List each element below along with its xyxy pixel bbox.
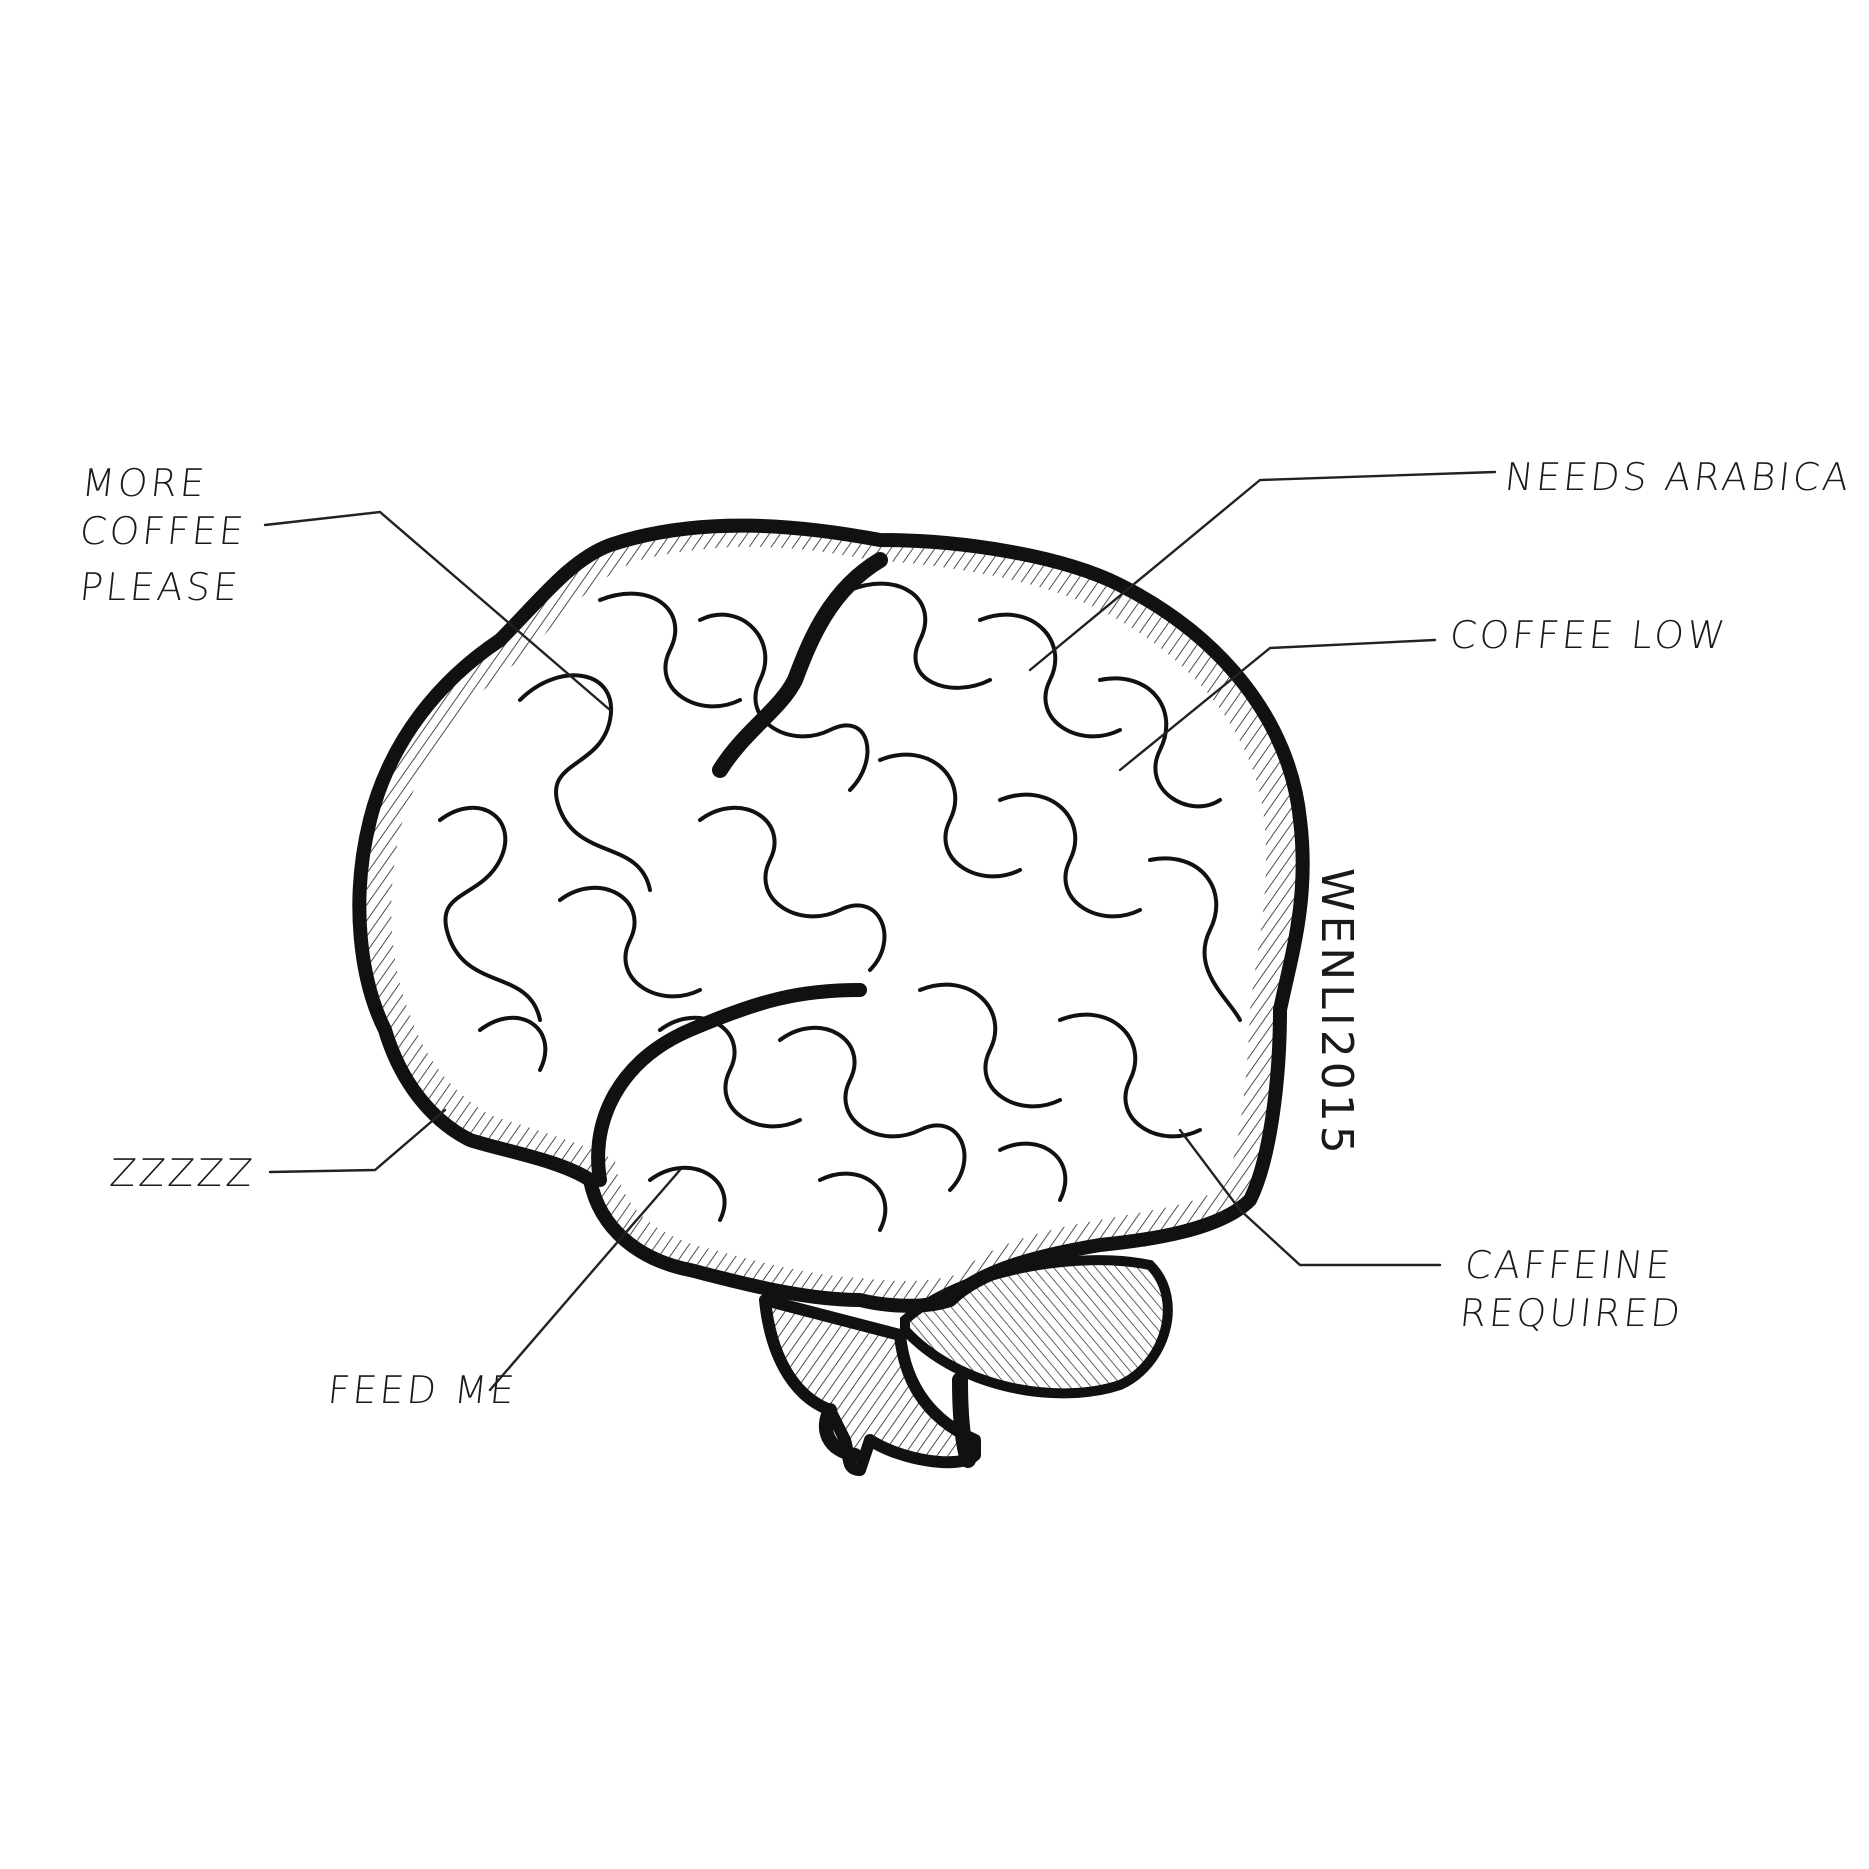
label-coffee-low: COFFEE LOW	[1447, 613, 1730, 657]
artist-signature: WENLI2015	[1311, 868, 1362, 1158]
cerebrum-outline	[352, 518, 1310, 1313]
label-zzzzz: ZZZZZ	[107, 1151, 258, 1195]
gyri-lines	[438, 581, 1242, 1232]
label-caffeine-line1: CAFFEINE	[1462, 1243, 1676, 1287]
leader-feed-me	[488, 1168, 682, 1392]
brainstem-body	[759, 1294, 981, 1476]
label-more-coffee-line2: COFFEE	[77, 509, 249, 553]
leader-lines	[263, 470, 1497, 1392]
leader-coffee-low	[1118, 638, 1437, 772]
brainstem-tip-left	[819, 1403, 862, 1462]
leader-more-coffee	[263, 510, 612, 712]
leader-caffeine	[1178, 1128, 1442, 1267]
brainstem-tip-right	[952, 1372, 976, 1468]
leader-needs-arabica	[1028, 470, 1497, 672]
label-caffeine-line2: REQUIRED	[1457, 1291, 1686, 1335]
central-sulcus	[712, 552, 888, 778]
label-needs-arabica: NEEDS ARABICA	[1502, 455, 1854, 499]
label-feed-me: FEED ME	[325, 1368, 520, 1412]
label-more-coffee-line1: MORE	[79, 461, 210, 505]
lateral-fissure	[591, 983, 867, 1187]
label-more-coffee-line3: PLEASE	[77, 565, 243, 609]
leader-zzzzz	[268, 1108, 447, 1174]
